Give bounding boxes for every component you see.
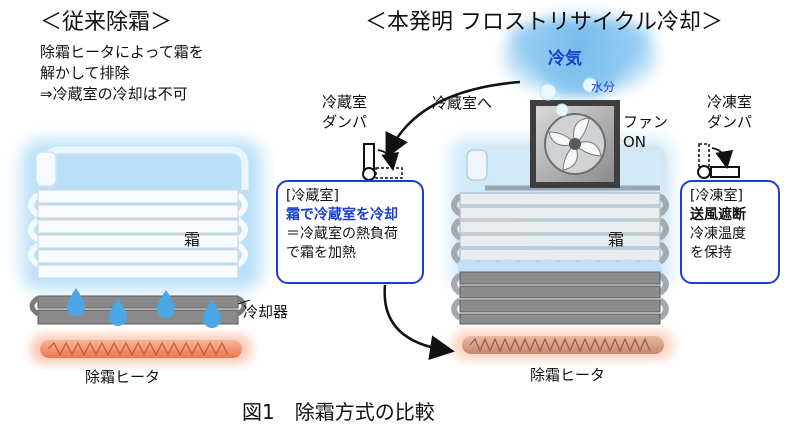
arrow-to-fridge <box>385 80 521 159</box>
left-heater-label: 除霜ヒータ <box>85 368 161 386</box>
right-frost-label: 霜 <box>608 230 625 249</box>
left-description: 除霜ヒータによって霜を 解かして排除 ⇒冷蔵室の冷却は不可 <box>40 42 204 105</box>
fan-label-line-2: ON <box>623 133 647 151</box>
freezer-info-box: [冷凍室] 送風遮断 冷凍温度 を保持 <box>680 180 780 284</box>
fan-unit <box>530 100 620 188</box>
fridge-info-box: [冷蔵室] 霜で冷蔵室を冷却 ＝冷蔵室の熱負荷 で霜を加熱 <box>276 180 424 284</box>
right-title: ＜本発明 フロストリサイクル冷却＞ <box>365 10 723 35</box>
cooler-label: 冷却器 <box>243 303 289 321</box>
fridge-box-line-2: で霜を加熱 <box>286 245 356 261</box>
right-defrost-heater <box>452 330 674 360</box>
left-title: ＜従来除霜＞ <box>40 10 173 35</box>
freezer-box-heading: [冷凍室] <box>690 188 743 204</box>
fridge-box-heading: [冷蔵室] <box>286 188 339 204</box>
left-defrost-heater <box>30 334 252 364</box>
freezer-damper-label-line-2: ダンパ <box>707 113 753 131</box>
fan-label: ファン ON <box>623 112 668 152</box>
to-fridge-label: 冷蔵室へ <box>432 94 493 112</box>
freezer-box-line-2: を保持 <box>690 245 732 261</box>
fridge-damper-label: 冷蔵室 ダンパ <box>322 92 367 132</box>
figure-caption: 図1 除霜方式の比較 <box>242 400 435 424</box>
freezer-damper <box>697 143 740 179</box>
left-frost-label: 霜 <box>184 230 201 249</box>
right-heater-label: 除霜ヒータ <box>530 366 606 384</box>
fan-label-line-1: ファン <box>623 113 669 131</box>
left-desc-line-3: ⇒冷蔵室の冷却は不可 <box>40 85 188 103</box>
fridge-box-line-1: ＝冷蔵室の熱負荷 <box>286 226 398 242</box>
fridge-damper-label-line-1: 冷蔵室 <box>322 93 368 111</box>
moisture-label: 水分 <box>591 80 616 94</box>
freezer-box-highlight: 送風遮断 <box>690 207 746 223</box>
freezer-damper-label-line-1: 冷凍室 <box>707 93 753 111</box>
fridge-box-highlight: 霜で冷蔵室を冷却 <box>286 207 398 223</box>
cooler-leader-line <box>237 299 251 305</box>
left-evaporator <box>22 140 262 325</box>
cold-air-label: 冷気 <box>548 49 582 69</box>
freezer-box-line-1: 冷凍温度 <box>690 226 746 242</box>
left-desc-line-2: 解かして排除 <box>40 64 130 82</box>
freezer-damper-label: 冷凍室 ダンパ <box>707 92 752 132</box>
left-desc-line-1: 除霜ヒータによって霜を <box>40 43 204 61</box>
fridge-damper <box>362 143 403 181</box>
fridge-damper-label-line-2: ダンパ <box>322 113 368 131</box>
moisture-bubbles <box>539 77 598 117</box>
water-drops <box>67 288 221 328</box>
arrow-heat-to-heater <box>383 284 455 361</box>
